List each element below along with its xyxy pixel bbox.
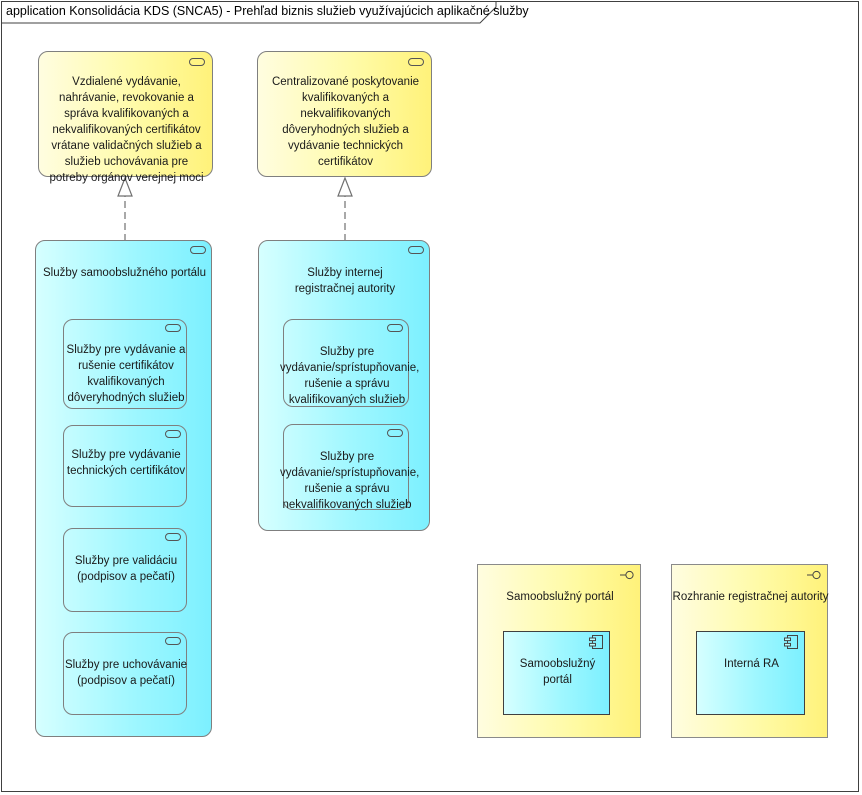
app-service-icon: [387, 324, 403, 332]
component-icon: [784, 635, 798, 649]
app-service-group-label: Služby samoobslužného portálu: [42, 267, 207, 279]
app-service-label: Služby pre validáciu (podpisov a pečatí): [74, 555, 178, 583]
app-service-icon: [190, 246, 206, 254]
app-service-qualified-services[interactable]: Služby pre vydávanie/sprístupňovanie, ru…: [280, 319, 419, 407]
business-service-remote-certificates[interactable]: Vzdialené vydávanie, nahrávanie, revokov…: [38, 51, 213, 184]
component-label: Interná RA: [724, 658, 779, 670]
app-service-group-label: Služby internej registračnej autority: [294, 267, 396, 295]
app-service-icon: [165, 324, 181, 332]
interface-icon: [620, 570, 634, 580]
app-service-label: Služby pre vydávanie/sprístupňovanie, ru…: [280, 346, 420, 406]
component-internal-ra[interactable]: Interná RA: [696, 631, 805, 715]
app-service-icon: [408, 246, 424, 254]
interface-label: Samoobslužný portál: [506, 591, 614, 603]
component-self-service-portal[interactable]: Samoobslužný portál: [503, 631, 610, 715]
app-service-icon: [165, 430, 181, 438]
app-service-group-internal-ra[interactable]: Služby internej registračnej autority Sl…: [258, 240, 430, 531]
app-service-label: Služby pre vydávanie/sprístupňovanie, ru…: [280, 451, 420, 511]
app-service-validation[interactable]: Služby pre validáciu (podpisov a pečatí): [63, 528, 187, 612]
app-service-technical-certificates[interactable]: Služby pre vydávanie technických certifi…: [63, 425, 187, 507]
app-service-non-qualified-services[interactable]: Služby pre vydávanie/sprístupňovanie, ru…: [280, 424, 419, 511]
interface-icon: [807, 570, 821, 580]
app-service-issuance-revocation[interactable]: Služby pre vydávanie a rušenie certifiká…: [63, 319, 187, 409]
interface-self-service-portal[interactable]: Samoobslužný portál Samoobslužný portál: [477, 564, 641, 738]
app-service-label: Služby pre uchovávanie (podpisov a pečat…: [64, 659, 188, 687]
app-service-group-self-service-portal[interactable]: Služby samoobslužného portálu Služby pre…: [35, 240, 212, 737]
app-service-label: Služby pre vydávanie technických certifi…: [66, 449, 186, 477]
app-service-icon: [387, 429, 403, 437]
business-service-icon: [408, 58, 424, 66]
app-service-icon: [165, 533, 181, 541]
app-service-label: Služby pre vydávanie a rušenie certifiká…: [66, 344, 186, 404]
app-service-preservation[interactable]: Služby pre uchovávanie (podpisov a pečat…: [63, 632, 187, 715]
business-service-label: Centralizované poskytovanie kvalifikovan…: [271, 76, 420, 168]
component-icon: [589, 635, 603, 649]
component-label: Samoobslužný portál: [519, 658, 596, 686]
business-service-icon: [189, 58, 205, 66]
interface-registration-authority[interactable]: Rozhranie registračnej autority Interná …: [671, 564, 828, 738]
app-service-icon: [165, 637, 181, 645]
business-service-label: Vzdialené vydávanie, nahrávanie, revokov…: [49, 76, 204, 184]
diagram-title: application Konsolidácia KDS (SNCA5) - P…: [6, 4, 529, 18]
interface-label: Rozhranie registračnej autority: [672, 591, 829, 603]
business-service-centralized-trust[interactable]: Centralizované poskytovanie kvalifikovan…: [257, 51, 432, 177]
